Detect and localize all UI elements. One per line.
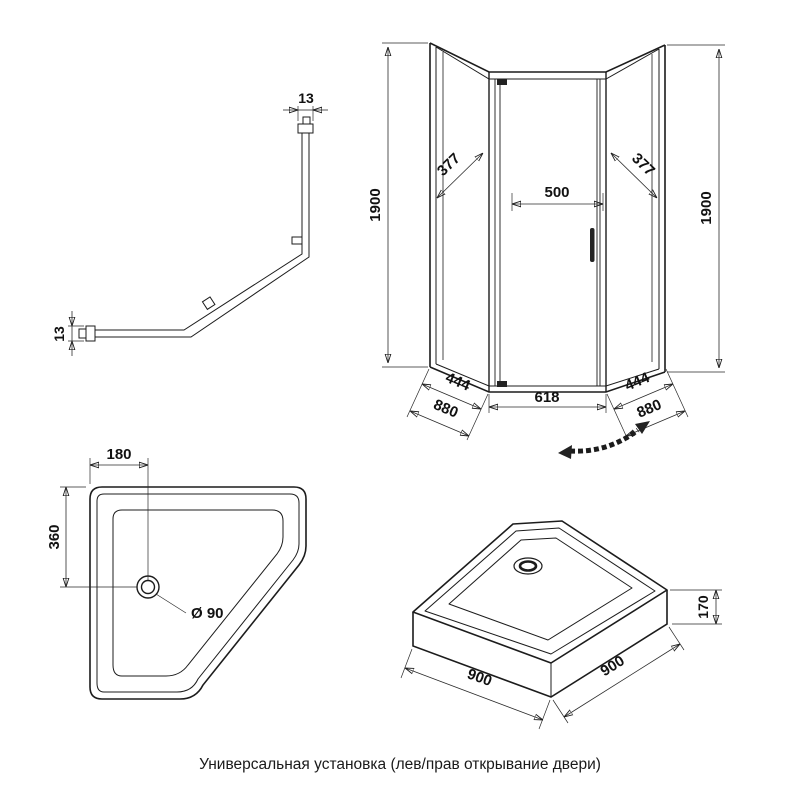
dim-label-618: 618	[534, 389, 559, 406]
dimension-line	[422, 384, 481, 409]
corner-posts	[488, 72, 607, 392]
dim-top-left: 377	[434, 150, 483, 198]
dimension-line	[405, 668, 543, 720]
extension-lines	[297, 106, 314, 121]
dim-top-center: 500	[511, 184, 604, 211]
dimension-line	[437, 153, 483, 198]
dim-label-900-left: 900	[465, 666, 494, 691]
profile-knob-top	[302, 116, 311, 125]
tray-outer-rim	[89, 486, 307, 700]
dim-iso-height: 170	[670, 589, 722, 625]
dim-label-500: 500	[544, 184, 569, 201]
dim-label-377-right: 377	[628, 150, 658, 180]
dim-bottom-center: 618	[488, 389, 607, 413]
caption-text: Универсальная установка (лев/прав открыв…	[199, 756, 601, 773]
extension-lines	[606, 368, 689, 441]
iso-base-silhouette	[412, 590, 668, 698]
tray-iso-view: 900 900 170	[400, 520, 722, 730]
dim-label-1900-left: 1900	[367, 188, 384, 221]
tray-mid-rim	[96, 493, 300, 693]
dim-label-880-right: 880	[634, 396, 664, 421]
dim-label-880-left: 880	[431, 396, 461, 421]
extension-lines	[89, 458, 149, 580]
tray-basin-outline	[112, 509, 284, 677]
dim-label-1900-right: 1900	[698, 191, 715, 224]
profile-knob-left	[78, 328, 87, 339]
iso-basin-outline	[448, 537, 633, 641]
door-handle	[590, 228, 595, 262]
extension-lines	[406, 368, 489, 441]
profile-clip-lower	[201, 296, 216, 311]
dim-bottom-left: 444 880	[406, 368, 489, 441]
dim-label-180: 180	[106, 446, 131, 463]
profile-rail-outline	[95, 133, 310, 338]
dim-height-right: 1900	[667, 44, 725, 373]
dim-label-170: 170	[695, 595, 711, 619]
drain-inner	[140, 579, 156, 595]
dim-drain-y: 360	[46, 486, 137, 588]
profile-view: 13 13	[51, 90, 328, 356]
enclosure-front-view: 1900 1900 377 500 377 618 444	[367, 42, 725, 459]
swing-arc	[569, 428, 640, 454]
extension-lines	[382, 42, 428, 368]
profile-end-cap-left	[85, 325, 96, 342]
dim-label-drain-diameter: Ø 90	[191, 605, 224, 622]
dim-label-13-side: 13	[51, 326, 67, 342]
dimension-line	[410, 411, 469, 436]
profile-end-cap-top	[297, 123, 314, 134]
extension-lines	[68, 325, 84, 342]
dim-bottom-right: 444 880	[606, 368, 689, 441]
enclosure-frame-inner	[435, 46, 660, 387]
door-swing-arrow	[558, 421, 650, 459]
iso-drain-ring	[518, 560, 538, 572]
door-pivot-bottom	[497, 381, 507, 387]
door-edges	[499, 79, 598, 386]
profile-dim-side: 13	[51, 311, 84, 356]
dim-top-right: 377	[611, 150, 658, 198]
extension-lines	[552, 626, 685, 724]
dim-label-13-top: 13	[298, 90, 314, 106]
iso-drain-outer	[513, 557, 543, 575]
corner-posts-inner	[494, 79, 601, 386]
profile-dim-top: 13	[283, 90, 328, 121]
dim-label-360: 360	[46, 524, 63, 549]
enclosure-frame-outer	[429, 42, 666, 393]
side-glass-edges	[442, 52, 653, 362]
iso-top-rim-outer	[412, 520, 668, 664]
dim-label-444-left: 444	[443, 369, 473, 395]
extension-lines	[400, 648, 551, 730]
drain-leader-line	[155, 593, 187, 614]
extension-lines	[60, 486, 137, 588]
profile-clip-upper	[291, 236, 303, 245]
swing-arrowhead-right	[635, 421, 650, 434]
swing-arrowhead-left	[558, 445, 572, 459]
dim-label-900-right: 900	[597, 652, 627, 680]
dimension-line	[626, 411, 685, 436]
dim-drain-x: 180	[89, 446, 149, 580]
iso-top-rim-inner	[424, 527, 656, 655]
dimension-line	[614, 384, 673, 409]
dim-label-377-left: 377	[434, 150, 464, 180]
dim-height-left: 1900	[367, 42, 428, 368]
tray-top-view: Ø 90 180 360	[46, 446, 307, 700]
extension-lines	[667, 44, 725, 373]
door-pivot-top	[497, 79, 507, 85]
dimension-line	[564, 644, 680, 717]
dimension-line	[611, 153, 657, 198]
